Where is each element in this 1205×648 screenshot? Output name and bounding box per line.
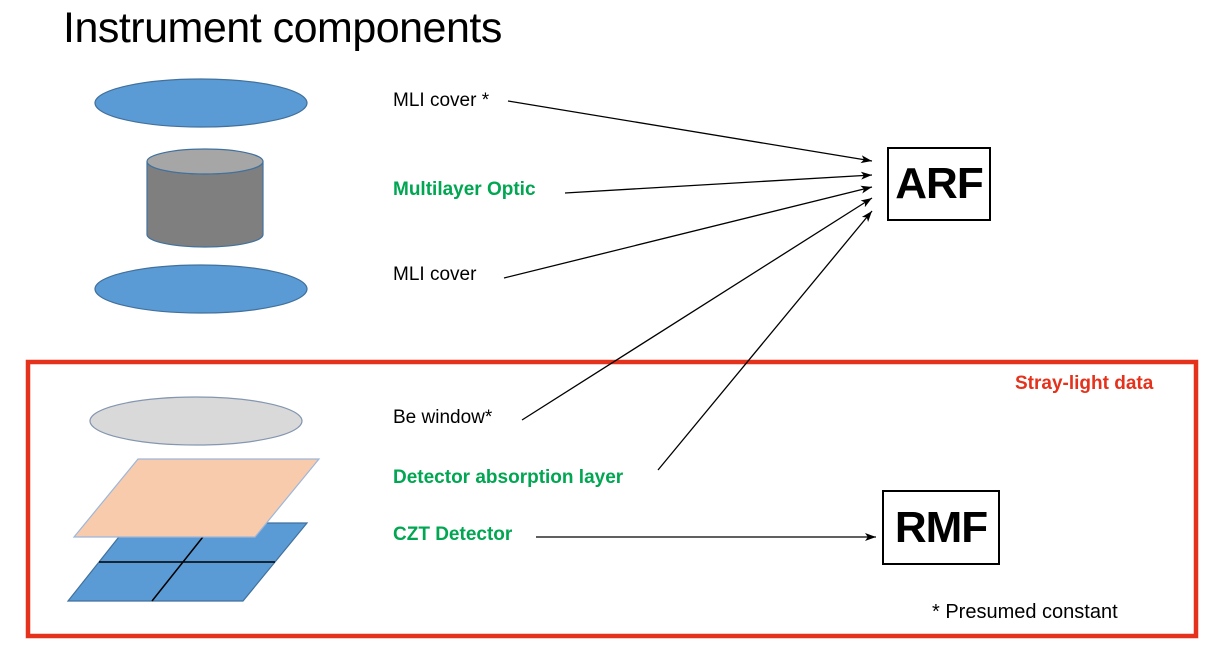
arrow-be-window-to-arf <box>521 197 873 421</box>
multilayer-optic-label: Multilayer Optic <box>393 179 536 200</box>
stray-light-data-label: Stray-light data <box>1015 373 1154 394</box>
arf-box-label: ARF <box>895 159 983 208</box>
arrow-multilayer-optic-to-arf <box>564 171 873 194</box>
rmf-box-label: RMF <box>894 502 988 552</box>
detector-absorption-layer-plate-icon <box>72 458 321 538</box>
mli-cover-bottom-label: MLI cover <box>393 264 477 285</box>
arrow-detector-absorption-to-arf <box>657 210 873 471</box>
arf-box: ARF <box>887 147 991 221</box>
multilayer-optic-cylinder-icon <box>146 148 264 248</box>
be-window-label: Be window* <box>393 407 493 428</box>
page-title: Instrument components <box>63 4 502 52</box>
stray-light-outline-box <box>25 359 1199 639</box>
mli-cover-bottom-ellipse-icon <box>94 264 308 314</box>
rmf-box: RMF <box>882 490 1000 565</box>
arrow-mli-cover-top-to-arf <box>507 100 873 164</box>
mli-cover-top-ellipse-icon <box>94 78 308 128</box>
detector-absorption-layer-label: Detector absorption layer <box>393 467 624 488</box>
be-window-ellipse-icon <box>89 396 303 446</box>
presumed-constant-footnote: * Presumed constant <box>932 601 1118 623</box>
arrow-mli-cover-bottom-to-arf <box>503 185 873 279</box>
cylinder-top-face <box>146 148 264 175</box>
czt-detector-label: CZT Detector <box>393 524 513 545</box>
mli-cover-top-label: MLI cover * <box>393 90 490 111</box>
